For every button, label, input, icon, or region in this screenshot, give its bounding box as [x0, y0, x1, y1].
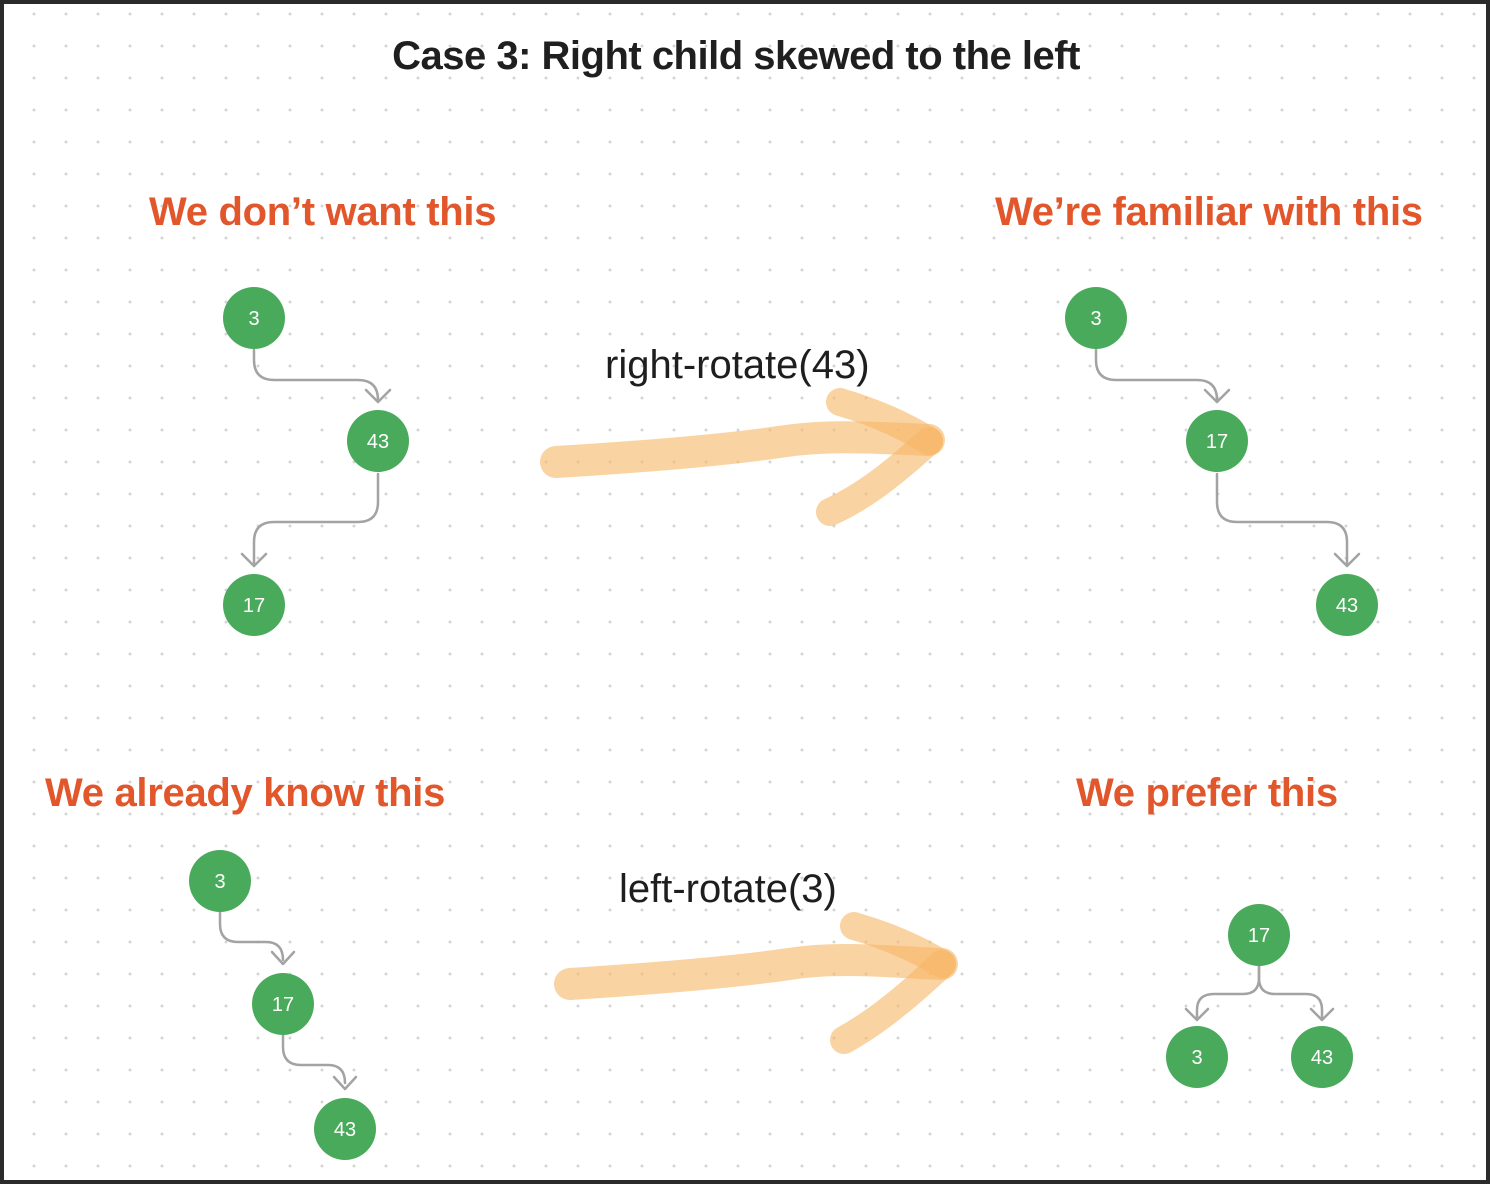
node-value: 3 [1191, 1047, 1202, 1069]
node-value: 3 [1090, 308, 1101, 330]
tree-node: 3 [223, 287, 285, 349]
arrowhead-icon [1333, 552, 1361, 568]
node-value: 43 [367, 431, 389, 453]
tree-node: 43 [314, 1098, 376, 1160]
arrowhead-icon [1203, 388, 1231, 404]
right-rotate-arrow [540, 388, 945, 526]
page-title: Case 3: Right child skewed to the left [392, 34, 1080, 78]
tree-node: 43 [347, 410, 409, 472]
node-value: 3 [248, 308, 259, 330]
edge-17-to-3 [1195, 964, 1261, 1020]
tree-node: 43 [1316, 574, 1378, 636]
left-rotate-label: left-rotate(3) [619, 867, 837, 911]
node-value: 17 [272, 994, 294, 1016]
arrowhead-icon [1309, 1007, 1335, 1022]
node-value: 43 [1336, 595, 1358, 617]
diagram-canvas: Case 3: Right child skewed to the left W… [4, 4, 1486, 1180]
tree-node: 17 [252, 973, 314, 1035]
tree-preferred: 17 3 43 [1166, 904, 1353, 1088]
arrowhead-icon [1184, 1007, 1210, 1022]
label-preferred-tree: We prefer this [1076, 771, 1338, 815]
node-value: 3 [214, 871, 225, 893]
edge-17-to-43 [281, 1033, 347, 1085]
edge-3-to-17 [218, 910, 285, 962]
right-rotate-label: right-rotate(43) [605, 343, 870, 387]
edge-3-to-43 [252, 348, 380, 402]
tree-node: 17 [1228, 904, 1290, 966]
node-value: 17 [243, 595, 265, 617]
trees-svg: 3 43 17 3 17 43 3 17 43 [189, 287, 1378, 1160]
tree-node: 17 [223, 574, 285, 636]
edge-17-to-43 [1257, 964, 1324, 1020]
tree-familiar: 3 17 43 [1065, 287, 1378, 636]
tree-node: 3 [1166, 1026, 1228, 1088]
left-rotate-arrow [554, 912, 958, 1054]
arrowhead-icon [332, 1075, 358, 1091]
tree-node: 17 [1186, 410, 1248, 472]
node-value: 43 [1311, 1047, 1333, 1069]
edge-3-to-17 [1094, 348, 1219, 402]
label-unwanted-tree: We don’t want this [149, 190, 497, 234]
tree-node: 3 [189, 850, 251, 912]
tree-unwanted: 3 43 17 [223, 287, 409, 636]
edge-17-to-43 [1215, 472, 1349, 566]
edge-43-to-17 [252, 472, 380, 566]
node-value: 43 [334, 1119, 356, 1141]
label-familiar-tree: We’re familiar with this [995, 190, 1423, 234]
tree-known: 3 17 43 [189, 850, 376, 1160]
node-value: 17 [1206, 431, 1228, 453]
label-known-tree: We already know this [45, 771, 446, 815]
arrowhead-icon [240, 552, 268, 568]
arrowhead-icon [364, 388, 392, 404]
arrowhead-icon [270, 950, 296, 966]
tree-node: 3 [1065, 287, 1127, 349]
tree-node: 43 [1291, 1026, 1353, 1088]
node-value: 17 [1248, 925, 1270, 947]
